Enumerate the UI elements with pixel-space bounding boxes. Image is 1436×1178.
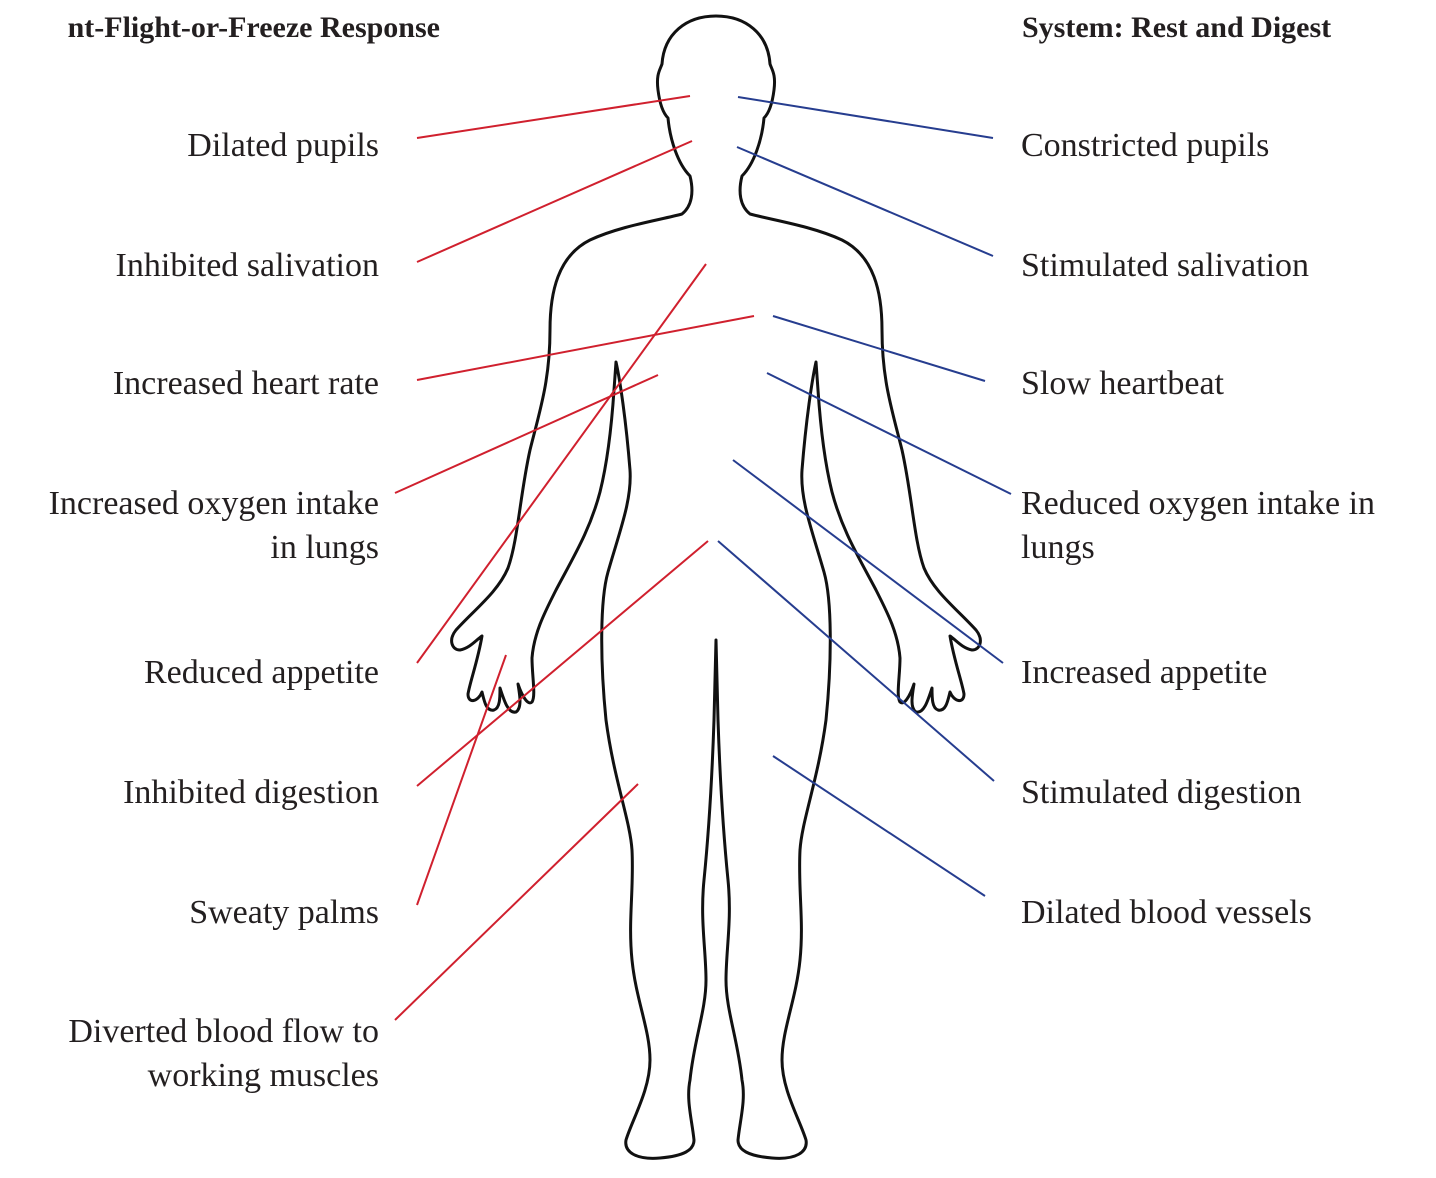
effect-label-line: Sweaty palms bbox=[189, 891, 379, 935]
effect-label-line: Constricted pupils bbox=[1021, 124, 1269, 168]
symp-effect-inhibited-salivation: Inhibited salivation bbox=[116, 244, 379, 288]
sympathetic-heading: nt-Flight-or-Freeze Response bbox=[68, 10, 440, 46]
connector-increased-heart-rate bbox=[417, 316, 754, 380]
effect-label-line: Stimulated digestion bbox=[1021, 771, 1301, 815]
connector-stimulated-salivation bbox=[737, 147, 993, 256]
effect-label-line: Diverted blood flow to bbox=[68, 1010, 379, 1054]
effect-label-line: Increased heart rate bbox=[113, 362, 379, 406]
symp-effect-diverted-blood-flow: Diverted blood flow to working muscles bbox=[68, 1010, 379, 1098]
connector-dilated-pupils bbox=[417, 96, 690, 138]
symp-effect-sweaty-palms: Sweaty palms bbox=[189, 891, 379, 935]
connector-sweaty-palms bbox=[417, 655, 506, 905]
symp-effect-dilated-pupils: Dilated pupils bbox=[187, 124, 379, 168]
effect-label-line: Dilated blood vessels bbox=[1021, 891, 1312, 935]
para-effect-dilated-blood-vessels: Dilated blood vessels bbox=[1021, 891, 1312, 935]
parasympathetic-heading: System: Rest and Digest bbox=[1022, 10, 1331, 46]
para-effect-slow-heartbeat: Slow heartbeat bbox=[1021, 362, 1224, 406]
effect-label-line: Dilated pupils bbox=[187, 124, 379, 168]
effect-label-line: Reduced appetite bbox=[144, 651, 379, 695]
effect-label-line: Inhibited digestion bbox=[123, 771, 379, 815]
para-effect-stimulated-salivation: Stimulated salivation bbox=[1021, 244, 1309, 288]
effect-label-line: Slow heartbeat bbox=[1021, 362, 1224, 406]
symp-effect-increased-oxygen-intake: Increased oxygen intake in lungs bbox=[49, 482, 379, 570]
effect-label-line: working muscles bbox=[68, 1054, 379, 1098]
effect-label-line: Stimulated salivation bbox=[1021, 244, 1309, 288]
connector-inhibited-salivation bbox=[417, 141, 692, 262]
effect-label-line: in lungs bbox=[49, 526, 379, 570]
connector-slow-heartbeat bbox=[773, 316, 985, 381]
connector-constricted-pupils bbox=[738, 97, 993, 138]
effect-label-line: Increased oxygen intake bbox=[49, 482, 379, 526]
para-effect-constricted-pupils: Constricted pupils bbox=[1021, 124, 1269, 168]
connector-increased-appetite bbox=[733, 460, 1003, 663]
para-effect-increased-appetite: Increased appetite bbox=[1021, 651, 1267, 695]
para-effect-stimulated-digestion: Stimulated digestion bbox=[1021, 771, 1301, 815]
connector-stimulated-digestion bbox=[718, 541, 994, 781]
para-effect-reduced-oxygen-intake: Reduced oxygen intake in lungs bbox=[1021, 482, 1375, 570]
symp-effect-inhibited-digestion: Inhibited digestion bbox=[123, 771, 379, 815]
effect-label-line: Inhibited salivation bbox=[116, 244, 379, 288]
symp-effect-increased-heart-rate: Increased heart rate bbox=[113, 362, 379, 406]
connector-diverted-blood-flow bbox=[395, 784, 638, 1020]
effect-label-line: lungs bbox=[1021, 526, 1375, 570]
effect-label-line: Increased appetite bbox=[1021, 651, 1267, 695]
symp-effect-reduced-appetite: Reduced appetite bbox=[144, 651, 379, 695]
effect-label-line: Reduced oxygen intake in bbox=[1021, 482, 1375, 526]
